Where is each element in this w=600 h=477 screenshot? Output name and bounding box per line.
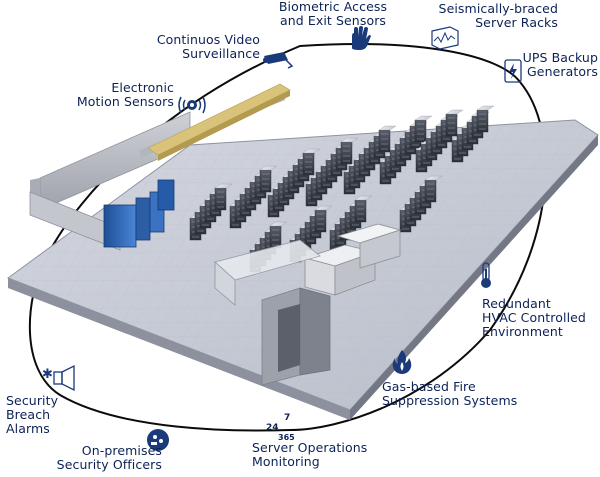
label-biometric-access: Biometric Access and Exit Sensors	[258, 0, 408, 28]
server-rack-top	[414, 115, 433, 121]
server-rack	[269, 225, 282, 249]
label-breach-alarms: Security Breach Alarms	[6, 394, 66, 436]
label-seismic-racks: Seismically-braced Server Racks	[410, 2, 558, 30]
label-security-officers: On-premises Security Officers	[40, 444, 162, 472]
label-line: Server Racks	[475, 15, 558, 30]
label-line: Monitoring	[252, 454, 320, 469]
server-rack	[314, 209, 327, 233]
icon-text-24: 24	[266, 423, 279, 433]
server-rack-top	[445, 109, 464, 115]
server-rack-rows	[189, 105, 495, 273]
motion-sensor-icon	[178, 96, 206, 114]
label-line: Environment	[482, 324, 563, 339]
server-rack	[414, 119, 427, 143]
server-rack-top	[354, 195, 373, 201]
server-rack-top	[314, 205, 333, 211]
server-rack-top	[269, 221, 288, 227]
label-line: Seismically-braced	[438, 1, 558, 16]
label-video-surveillance: Continuos Video Surveillance	[128, 33, 260, 61]
thermometer-icon	[481, 262, 491, 288]
alarm-siren-icon: ✱	[42, 364, 75, 392]
label-operations-monitoring: Server Operations Monitoring	[252, 441, 382, 469]
label-line: and Exit Sensors	[279, 13, 387, 28]
security-officer-badge-icon	[147, 429, 169, 451]
label-line: Alarms	[6, 421, 50, 436]
label-line: HVAC Controlled	[482, 310, 586, 325]
server-rack	[378, 129, 391, 153]
svg-text:✱: ✱	[42, 367, 53, 382]
label-line: Gas-based Fire	[382, 379, 476, 394]
server-rack	[302, 152, 315, 176]
label-motion-sensors: Electronic Motion Sensors	[56, 81, 174, 109]
24-7-365-icon: 7 24 365	[266, 413, 295, 442]
power-cabinets	[103, 179, 175, 248]
server-rack-top	[302, 148, 321, 154]
label-line: Generators	[527, 64, 598, 79]
label-line: Electronic	[111, 80, 174, 95]
label-line: Suppression Systems	[382, 393, 518, 408]
label-line: Breach	[6, 407, 51, 422]
server-rack-top	[378, 125, 397, 131]
server-rack	[259, 169, 272, 193]
server-rack-top	[424, 175, 443, 181]
hand-icon	[352, 26, 371, 50]
fire-extinguisher-icon	[392, 350, 412, 374]
server-rack	[354, 199, 367, 223]
label-line: On-premises	[81, 443, 162, 458]
operations-office	[214, 239, 331, 386]
label-hvac: Redundant HVAC Controlled Environment	[482, 297, 598, 339]
ceiling-lights	[147, 83, 291, 161]
server-rack	[476, 109, 489, 133]
label-line: Redundant	[482, 296, 551, 311]
label-line: Motion Sensors	[76, 94, 174, 109]
server-rack-top	[476, 105, 495, 111]
label-line: Surveillance	[182, 46, 260, 61]
label-line: Continuos Video	[156, 32, 260, 47]
label-line: Server Operations	[252, 440, 368, 455]
icon-text-7: 7	[284, 413, 290, 423]
enclosed-rooms	[303, 223, 402, 296]
security-camera-icon	[263, 52, 294, 69]
server-rack-top	[340, 137, 359, 143]
server-rack	[424, 179, 437, 203]
label-fire-suppression: Gas-based Fire Suppression Systems	[382, 380, 532, 408]
label-line: Security	[6, 393, 59, 408]
server-rack	[445, 113, 458, 137]
server-rack-top	[259, 165, 278, 171]
seismic-monitor-icon	[431, 26, 459, 50]
label-line: Security Officers	[56, 457, 162, 472]
label-ups-generators: UPS Backup Generators	[480, 51, 598, 79]
icon-text-365: 365	[278, 433, 295, 442]
server-rack-top	[214, 183, 233, 189]
label-line: UPS Backup	[522, 50, 598, 65]
server-rack	[214, 187, 227, 211]
server-rack	[340, 141, 353, 165]
label-line: Biometric Access	[278, 0, 388, 14]
lightning-bolt-icon	[504, 59, 522, 83]
